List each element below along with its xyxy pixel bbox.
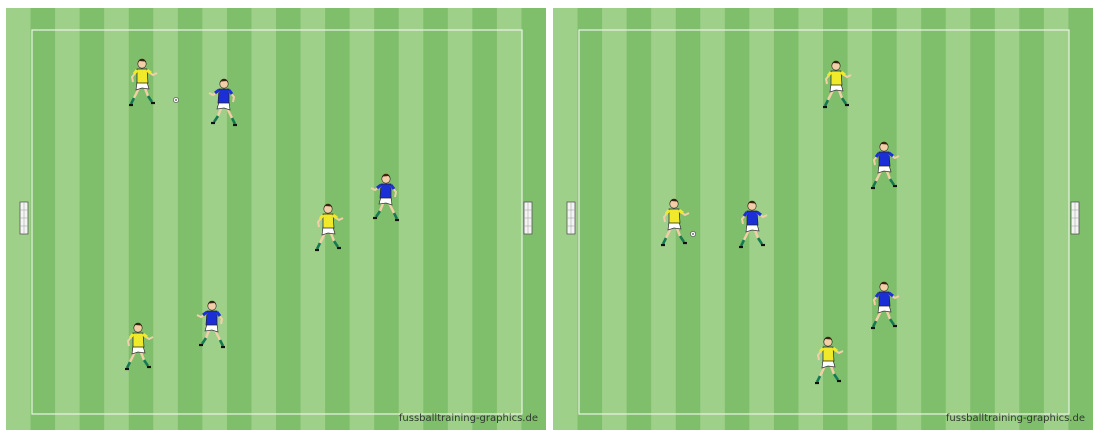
ball-icon <box>173 97 178 102</box>
pitch-stripe <box>848 8 873 430</box>
pitch-stripe <box>153 8 178 430</box>
pitch-stripe <box>276 8 301 430</box>
pitch-right-canvas <box>553 8 1093 430</box>
pitch-stripe <box>80 8 105 430</box>
pitch-stripe <box>970 8 995 430</box>
goal-icon <box>567 202 575 234</box>
pitch-stripe <box>350 8 375 430</box>
pitch-stripe <box>995 8 1020 430</box>
pitch-left-canvas <box>6 8 546 430</box>
pitch-stripe <box>798 8 823 430</box>
pitch-stripe <box>104 8 129 430</box>
pitch-stripe <box>497 8 522 430</box>
pitch-stripe <box>251 8 276 430</box>
pitch-stripe <box>725 8 750 430</box>
pitch-stripe <box>31 8 56 430</box>
pitch-stripe <box>1019 8 1044 430</box>
pitch-stripe <box>448 8 473 430</box>
pitch-stripe <box>921 8 946 430</box>
pitch-stripe <box>423 8 448 430</box>
pitch-diagram-right: fussballtraining-graphics.de <box>553 8 1093 430</box>
pitch-stripe <box>178 8 203 430</box>
goal-icon <box>524 202 532 234</box>
pitch-stripe <box>399 8 424 430</box>
credit-label: fussballtraining-graphics.de <box>946 413 1085 424</box>
pitch-stripe <box>55 8 80 430</box>
pitch-stripe <box>774 8 799 430</box>
credit-label: fussballtraining-graphics.de <box>399 413 538 424</box>
pitch-stripe <box>472 8 497 430</box>
goal-icon <box>20 202 28 234</box>
pitch-stripe <box>897 8 922 430</box>
pitch-stripe <box>700 8 725 430</box>
pitch-diagram-left: fussballtraining-graphics.de <box>6 8 546 430</box>
pitch-stripe <box>627 8 652 430</box>
pitch-stripes <box>6 8 546 430</box>
pitch-stripe <box>202 8 227 430</box>
ball-icon <box>690 231 695 236</box>
pitch-stripe <box>1044 8 1069 430</box>
pitch-stripe <box>227 8 252 430</box>
pitch-stripe <box>946 8 971 430</box>
pitch-stripe <box>578 8 603 430</box>
pitch-stripe <box>602 8 627 430</box>
goal-icon <box>1071 202 1079 234</box>
pitch-stripe <box>872 8 897 430</box>
